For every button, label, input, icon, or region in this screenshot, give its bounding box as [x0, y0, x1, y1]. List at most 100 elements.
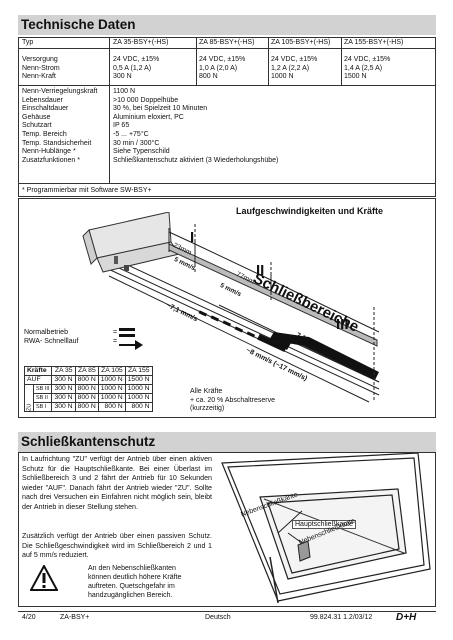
- force-cell: 1000 N: [97, 384, 126, 394]
- handle: [269, 556, 279, 604]
- speed-force-diagram: [82, 212, 380, 403]
- general-label: Einschaltdauer: [22, 105, 69, 113]
- warning-icon: [30, 565, 58, 591]
- zone-ii-label: II: [256, 262, 265, 279]
- closing-arrow: [269, 332, 379, 380]
- general-label: Gehäuse: [22, 113, 51, 121]
- legend-normal-symbol: [119, 328, 135, 337]
- label-hauptschliesskante: Hauptschließkante: [292, 520, 356, 529]
- actuator-body: [82, 212, 180, 273]
- table-row: AUF 300 N 800 N 1000 N 1500 N: [23, 375, 153, 385]
- general-label: Zusatzfunktionen *: [22, 156, 80, 164]
- general-value: 30 %, bei Spielzeit 10 Minuten: [113, 105, 208, 113]
- power-value: 0,5 A (1,2 A): [113, 64, 152, 72]
- force-note-line: Alle Kräfte: [190, 388, 223, 395]
- power-label: Nenn-Strom: [22, 64, 60, 72]
- general-value: 1100 N: [113, 88, 136, 95]
- dh-logo: D+H: [396, 612, 417, 623]
- force-cell: 800 N: [97, 402, 126, 412]
- general-value: Aluminium eloxiert, PC: [113, 113, 184, 121]
- force-cell: 1000 N: [97, 375, 126, 385]
- general-value: IP 65: [113, 122, 130, 130]
- general-value: >10 000 Doppelhübe: [113, 96, 179, 104]
- header-model-4: ZA 155-BSY+(-HS): [344, 39, 404, 46]
- force-cell: 1500 N: [124, 375, 153, 385]
- section-title-technische-daten: Technische Daten: [18, 15, 436, 35]
- section-title-schliesskantenschutz: Schließkantenschutz: [18, 432, 436, 452]
- power-value: 1,0 A (2,0 A): [199, 64, 238, 72]
- footnote: * Programmierbar mit Software SW-BSY+: [22, 187, 152, 194]
- general-label: Schutzart: [22, 122, 52, 130]
- leader-lines: [277, 510, 303, 544]
- force-cell: 300 N: [51, 402, 76, 412]
- header-typ: Typ: [22, 39, 34, 46]
- general-label: Nenn-Verriegelungskraft: [22, 88, 98, 95]
- footer-page: 4/20: [22, 614, 36, 621]
- power-value: 1,4 A (2,5 A): [344, 64, 383, 72]
- power-value: 24 VDC, ±15%: [271, 56, 318, 63]
- zu-label: ZU: [24, 384, 34, 412]
- power-value: 1,2 A (2,2 A): [271, 64, 310, 72]
- force-cell: 1000 N: [124, 393, 153, 403]
- force-header: ZA 105: [97, 366, 126, 376]
- power-label: Nenn-Kraft: [22, 73, 56, 81]
- window-illustration: [221, 453, 431, 604]
- force-cell: 800 N: [74, 393, 99, 403]
- power-value: 1000 N: [271, 73, 294, 81]
- force-cell: 300 N: [51, 393, 76, 403]
- force-note-line: (kurzzeitig): [190, 405, 225, 413]
- table-row: SB I 300 N 800 N 800 N 800 N: [25, 402, 153, 412]
- general-label: Lebensdauer: [22, 96, 63, 104]
- general-value: -5 ... +75°C: [113, 130, 149, 138]
- rwa-markers: [198, 310, 287, 353]
- paragraph-passive-protection: Zusätzlich verfügt der Antrieb über eine…: [22, 532, 212, 559]
- power-value: 24 VDC, ±15%: [344, 56, 391, 63]
- paragraph-active-protection: In Laufrichtung "ZU" verfügt der Antrieb…: [22, 455, 212, 511]
- general-labels: Nenn-Verriegelungskraft Lebensdauer Eins…: [22, 88, 98, 165]
- general-value: 30 min / 300°C: [113, 139, 160, 147]
- power-value: 24 VDC, ±15%: [113, 56, 160, 63]
- footer-language: Deutsch: [205, 614, 231, 621]
- force-cell: 300 N: [51, 375, 76, 385]
- general-value: Schließkantenschutz aktiviert (3 Wiederh…: [113, 156, 279, 164]
- legend-normal-eq: =: [113, 329, 118, 336]
- zone-separators: [194, 224, 375, 402]
- table-row: SB II 300 N 800 N 1000 N 1000 N: [25, 393, 153, 403]
- force-row-label: SB I: [32, 402, 53, 412]
- force-header: ZA 85: [74, 366, 99, 376]
- force-header: ZA 35: [51, 366, 76, 376]
- actuator: [297, 540, 311, 562]
- general-label: Nenn-Hublänge *: [22, 148, 76, 156]
- force-note: Alle Kräfte + ca. 20 % Abschaltreserve (…: [190, 388, 275, 414]
- warning-text: An den Nebenschließkanten können deutlic…: [88, 565, 182, 599]
- footer-product: ZA-BSY+: [60, 614, 90, 621]
- footer-docno: 99.824.31 1.2/03/12: [310, 614, 373, 621]
- zone-iii-label: III: [336, 316, 349, 333]
- force-table: Kräfte ZA 35 ZA 85 ZA 105 ZA 155 AUF 300…: [23, 366, 153, 412]
- diagram-panel: [18, 198, 436, 418]
- general-label: Temp. Bereich: [22, 130, 67, 138]
- legend-rwa-symbol: [119, 340, 143, 350]
- general-value: Siehe Typenschild: [113, 148, 170, 156]
- spec-table: [18, 37, 436, 197]
- table-row: ZU SB III 300 N 800 N 1000 N 1000 N: [24, 384, 153, 412]
- header-model-2: ZA 85-BSY+(-HS): [199, 39, 255, 46]
- force-note-line: + ca. 20 % Abschaltreserve: [190, 396, 276, 404]
- general-values: 1100 N >10 000 Doppelhübe 30 %, bei Spie…: [113, 88, 278, 165]
- general-label: Temp. Standsicherheit: [22, 139, 92, 147]
- power-value: 24 VDC, ±15%: [199, 56, 246, 63]
- power-value: 1500 N: [344, 73, 367, 81]
- force-cell: 800 N: [74, 375, 99, 385]
- force-row-label: SB III: [32, 384, 53, 394]
- force-row-label: SB II: [32, 393, 53, 403]
- legend-normalbetrieb: Normalbetrieb: [24, 329, 68, 336]
- zone-i-label: I: [190, 229, 195, 246]
- force-cell: 1000 N: [124, 384, 153, 394]
- footer-rule: [18, 611, 436, 612]
- force-cell: 800 N: [124, 402, 153, 412]
- force-header: ZA 155: [124, 366, 153, 376]
- force-cell: 800 N: [74, 384, 99, 394]
- header-model-3: ZA 105-BSY+(-HS): [271, 39, 331, 46]
- power-value: 800 N: [199, 73, 218, 81]
- force-row-label: AUF: [23, 375, 53, 385]
